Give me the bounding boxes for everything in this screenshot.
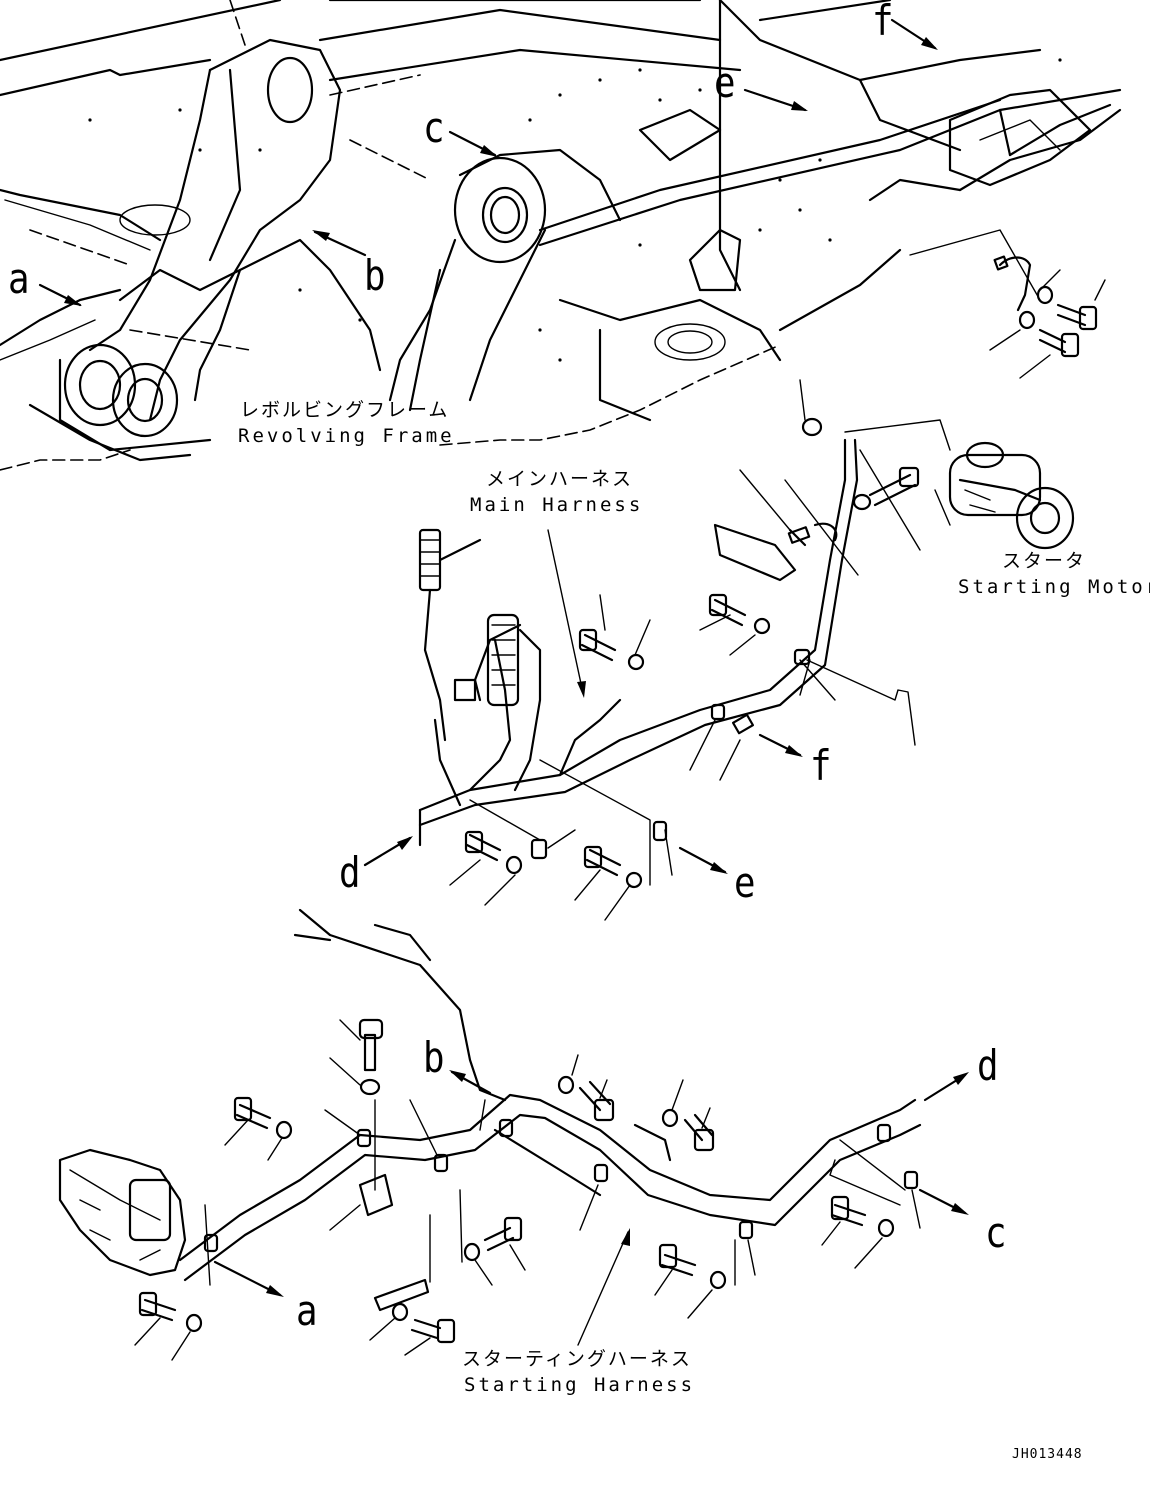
main-harness-arrowhead [577,681,586,698]
drawing-code: JH013448 [1012,1447,1083,1462]
main-harness-leader [547,529,584,694]
main-harness-label-jp: メインハーネス [486,468,634,490]
callout-e-top: e [714,58,736,107]
callout-e-mid: e [734,858,756,907]
callout-a-top: a [8,254,30,303]
callout-b-bot: b [423,1033,445,1082]
starting-motor-drawing [844,419,1075,550]
callout-d-mid: d [339,848,361,897]
callout-b-top: b [364,251,386,300]
starting-motor-label-en: Starting Motor [958,576,1150,598]
main-harness-drawing [363,379,951,921]
callout-c-bot: c [985,1208,1007,1257]
main-harness-label-en: Main Harness [470,494,644,516]
callout-f-top: f [872,0,894,45]
callout-d-bot: d [977,1041,999,1090]
callout-f-mid: f [810,741,832,790]
callout-a-bot: a [296,1286,318,1335]
starting-harness-label-en: Starting Harness [464,1374,696,1396]
revolving-frame-label-jp: レボルビングフレーム [240,399,450,421]
starting-harness-drawing [58,908,969,1361]
callout-c-top: c [423,103,445,152]
starting-harness-label-jp: スターティングハーネス [462,1348,692,1370]
revolving-frame-drawing [0,0,1122,471]
starting-motor-label-jp: スタータ [1002,550,1087,572]
ground-cable-bolts [989,255,1106,379]
revolving-frame-label-en: Revolving Frame [238,425,455,447]
